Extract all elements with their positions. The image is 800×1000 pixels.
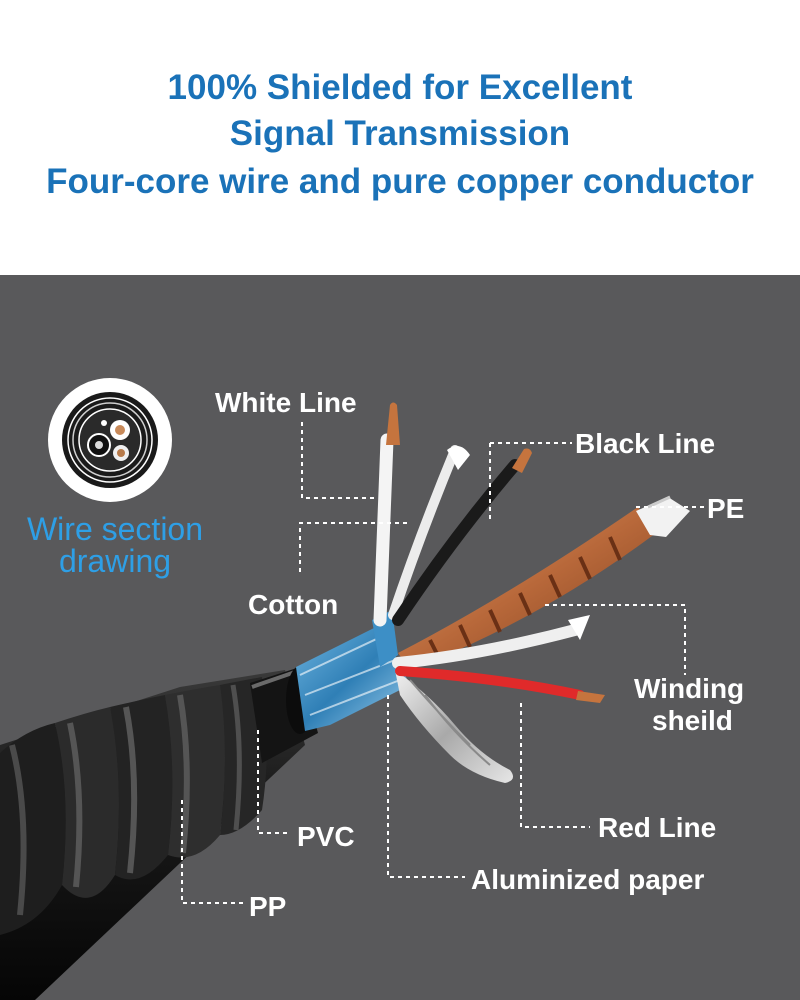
label-pp: PP — [249, 891, 287, 922]
leader-pp — [181, 800, 245, 904]
leader-black-line — [489, 442, 572, 523]
leader-lines — [181, 422, 705, 904]
headline-line-3: Four-core wire and pure copper conductor — [46, 162, 754, 201]
aluminized-paper-strand — [395, 670, 514, 783]
leader-winding — [545, 604, 686, 675]
leader-aluminized-paper — [387, 695, 465, 878]
red-line-wire — [395, 666, 605, 703]
label-pvc: PVC — [297, 821, 355, 852]
leader-white-line — [301, 422, 375, 499]
winding-shield — [398, 507, 656, 670]
pp-corrugated-tube — [0, 670, 305, 1000]
label-cotton: Cotton — [248, 589, 339, 620]
cable-diagram-panel: Wire section drawing White Line Black Li… — [0, 275, 800, 1000]
cotton-and-foil-wrap — [296, 610, 410, 731]
cotton-filament — [388, 445, 470, 620]
label-white-line: White Line — [215, 387, 357, 418]
cable-illustration — [0, 378, 705, 1000]
section-drawing-caption-1: Wire section — [26, 511, 204, 547]
section-drawing-caption-2: drawing — [58, 543, 172, 579]
headline-line-2: Signal Transmission — [229, 114, 571, 153]
leader-pvc — [257, 730, 290, 834]
label-red-line: Red Line — [598, 812, 717, 843]
cotton-filament-2 — [392, 615, 590, 669]
black-line-wire — [392, 448, 532, 626]
label-pe: PE — [707, 493, 745, 524]
leader-red-line — [520, 703, 590, 828]
label-winding-1: Winding — [634, 673, 745, 704]
label-aluminized-paper: Aluminized paper — [471, 864, 705, 895]
leader-cotton — [299, 522, 410, 572]
header-banner: 100% Shielded for Excellent Signal Trans… — [0, 0, 800, 275]
white-line-wire — [373, 402, 400, 627]
label-black-line: Black Line — [575, 428, 716, 459]
label-winding-2: sheild — [652, 705, 733, 736]
wire-section-drawing-icon — [48, 378, 172, 502]
headline-line-1: 100% Shielded for Excellent — [167, 68, 633, 107]
